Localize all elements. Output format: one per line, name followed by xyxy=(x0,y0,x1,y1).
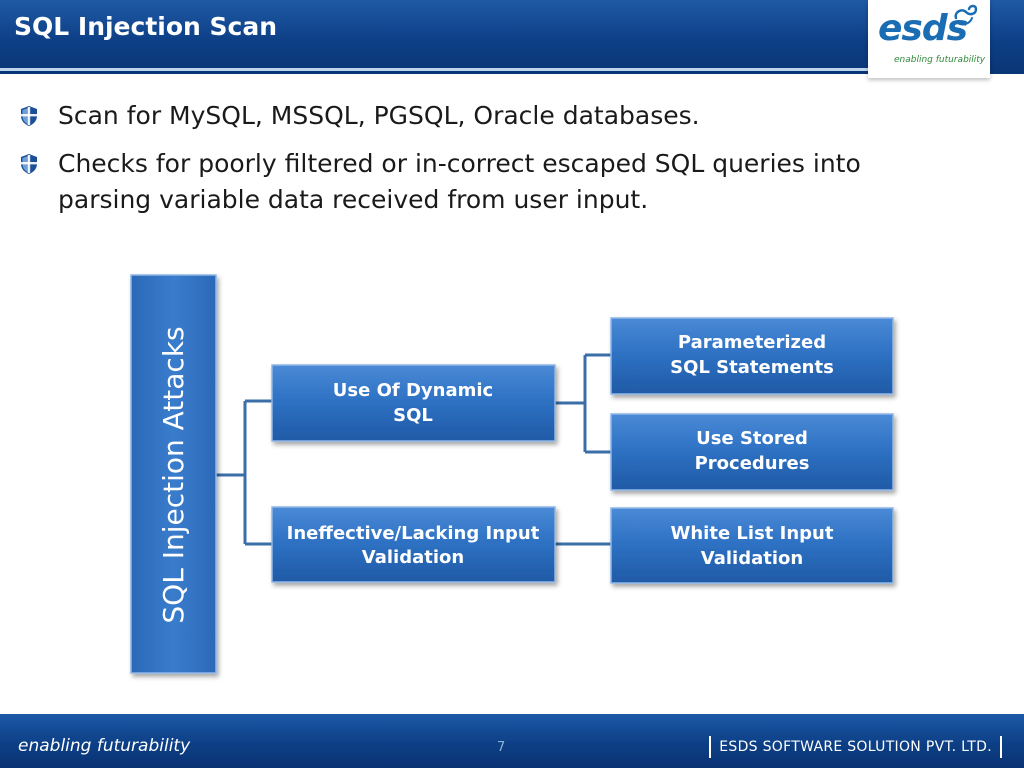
node-ineffective-input-validation: Ineffective/Lacking Input Validation xyxy=(271,506,556,583)
node-label-line: Procedures xyxy=(695,453,810,474)
bullet-text: Checks for poorly filtered or in-correct… xyxy=(58,149,861,214)
node-label-line: Use Of Dynamic xyxy=(333,380,493,401)
node-label-line: Use Stored xyxy=(696,428,808,449)
shield-bullet-icon xyxy=(21,154,37,174)
node-label-line: Validation xyxy=(701,548,803,569)
node-parameterized-sql: Parameterized SQL Statements xyxy=(610,317,894,395)
page-number: 7 xyxy=(497,740,506,755)
node-label-line: Ineffective/Lacking Input xyxy=(287,523,540,544)
footer-bar: enabling futurability 7 ESDS SOFTWARE SO… xyxy=(0,714,1024,768)
node-label-line: White List Input xyxy=(671,523,834,544)
node-box xyxy=(271,506,556,583)
node-box xyxy=(610,507,894,584)
slide-title: SQL Injection Scan xyxy=(14,12,278,41)
root-node-label: SQL Injection Attacks xyxy=(157,326,190,623)
node-label-line: SQL Statements xyxy=(670,357,834,378)
bullet-text: Scan for MySQL, MSSQL, PGSQL, Oracle dat… xyxy=(58,101,700,130)
shield-bullet-icon xyxy=(21,106,37,126)
header-divider xyxy=(0,68,868,71)
logo-tagline: enabling futurability xyxy=(894,55,986,65)
root-node: SQL Injection Attacks xyxy=(130,274,217,674)
node-label-line: Parameterized xyxy=(678,332,826,353)
node-box xyxy=(610,317,894,395)
bullet-item: Scan for MySQL, MSSQL, PGSQL, Oracle dat… xyxy=(20,98,920,134)
logo-swirl-icon xyxy=(954,4,978,26)
logo-wordmark: esds xyxy=(878,8,968,49)
dynamic-sql-connector xyxy=(555,353,611,454)
node-white-list-validation: White List Input Validation xyxy=(610,507,894,584)
node-box xyxy=(610,413,894,491)
node-box xyxy=(271,364,556,442)
node-label-line: SQL xyxy=(393,405,433,426)
node-use-stored-procedures: Use Stored Procedures xyxy=(610,413,894,491)
footer-tagline: enabling futurability xyxy=(18,736,191,756)
bullet-list: Scan for MySQL, MSSQL, PGSQL, Oracle dat… xyxy=(20,98,920,230)
esds-logo: esds enabling futurability xyxy=(868,0,990,78)
company-name: ESDS SOFTWARE SOLUTION PVT. LTD. xyxy=(709,736,1002,758)
root-node-box xyxy=(130,274,217,674)
bullet-item: Checks for poorly filtered or in-correct… xyxy=(20,146,920,218)
root-connector xyxy=(216,399,272,546)
header-bar: SQL Injection Scan xyxy=(0,0,1024,74)
node-label-line: Validation xyxy=(362,547,464,568)
node-use-of-dynamic-sql: Use Of Dynamic SQL xyxy=(271,364,556,442)
connector-lines xyxy=(216,353,611,546)
